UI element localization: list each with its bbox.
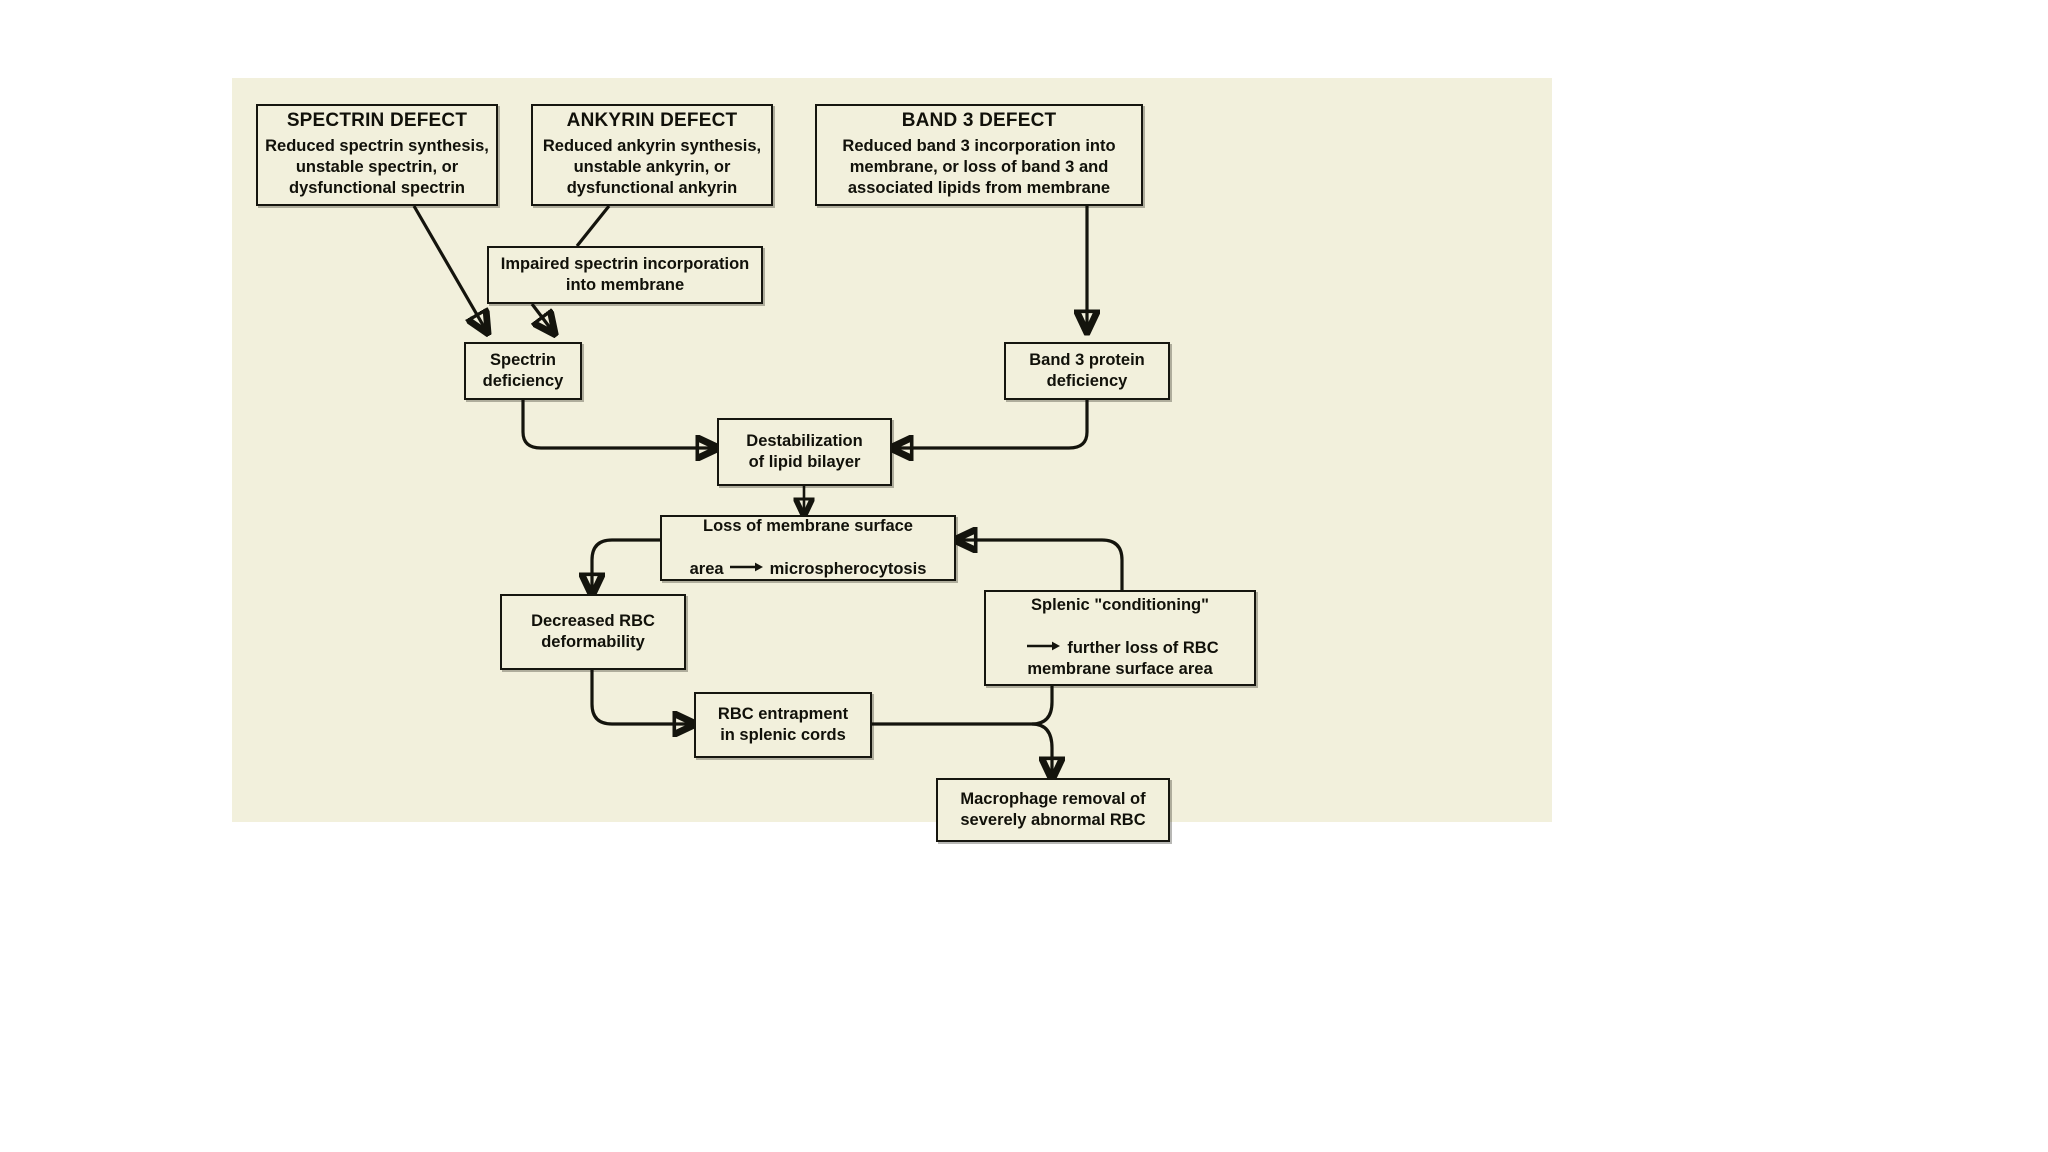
- node-body: Macrophage removal of severely abnormal …: [960, 789, 1146, 829]
- node-ankyrin-defect[interactable]: ANKYRIN DEFECT Reduced ankyrin synthesis…: [531, 104, 773, 206]
- node-decreased-rbc-deformability[interactable]: Decreased RBC deformability: [500, 594, 686, 670]
- node-body: Spectrin deficiency: [482, 350, 564, 390]
- node-body-line3: membrane surface area: [1027, 660, 1213, 679]
- node-body: RBC entrapment in splenic cords: [717, 704, 849, 744]
- edge-band3-deficiency-to-destabilization: [892, 400, 1089, 448]
- edge-spectrin-defect-to-spectrin-deficiency: [412, 205, 487, 332]
- node-body: Band 3 protein deficiency: [1029, 350, 1145, 390]
- node-loss-of-membrane-surface-area[interactable]: Loss of membrane surface area microsphero…: [660, 515, 956, 581]
- node-body-line2: area microspherocytosis: [690, 537, 927, 580]
- node-body-line2: further loss of RBC: [1021, 617, 1219, 660]
- node-band3-defect[interactable]: BAND 3 DEFECT Reduced band 3 incorporati…: [815, 104, 1143, 206]
- node-body-line1: Splenic "conditioning": [1031, 596, 1209, 615]
- node-title: SPECTRIN DEFECT: [286, 110, 468, 132]
- surface-loss-result-label: microspherocytosis: [769, 559, 927, 578]
- node-band3-protein-deficiency[interactable]: Band 3 protein deficiency: [1004, 342, 1170, 400]
- node-body: Reduced spectrin synthesis, unstable spe…: [265, 137, 489, 198]
- node-body: Impaired spectrin incorporation into mem…: [500, 254, 750, 294]
- edge-ankyrin-defect-to-impaired-incorporation: [575, 205, 611, 247]
- right-arrow-icon: [1027, 637, 1061, 658]
- node-rbc-entrapment[interactable]: RBC entrapment in splenic cords: [694, 692, 872, 758]
- diagram-canvas: SPECTRIN DEFECT Reduced spectrin synthes…: [232, 78, 1552, 842]
- node-body-line1: Loss of membrane surface: [703, 516, 913, 535]
- edge-surface-loss-to-decreased-deformability: [592, 538, 660, 594]
- connector-layer: [412, 205, 1124, 822]
- edge-rbc-entrapment-to-macrophage-removal: [1031, 722, 1052, 778]
- node-impaired-spectrin-incorporation[interactable]: Impaired spectrin incorporation into mem…: [487, 246, 763, 304]
- node-body: Reduced ankyrin synthesis, unstable anky…: [542, 137, 762, 198]
- edge-impaired-incorporation-to-spectrin-deficiency: [530, 303, 554, 333]
- edge-splenic-conditioning-to-surface-loss: [956, 540, 1124, 590]
- node-spectrin-defect[interactable]: SPECTRIN DEFECT Reduced spectrin synthes…: [256, 104, 498, 206]
- node-title: BAND 3 DEFECT: [901, 110, 1057, 132]
- node-macrophage-removal[interactable]: Macrophage removal of severely abnormal …: [936, 778, 1170, 842]
- node-destabilization-of-lipid-bilayer[interactable]: Destabilization of lipid bilayer: [717, 418, 892, 486]
- edge-decreased-deformability-to-rbc-entrapment: [590, 670, 694, 724]
- right-arrow-icon: [729, 558, 764, 579]
- node-body: Decreased RBC deformability: [531, 611, 655, 651]
- node-body: Reduced band 3 incorporation into membra…: [842, 137, 1116, 198]
- node-body: Destabilization of lipid bilayer: [746, 431, 863, 471]
- surface-loss-area-label: area: [689, 559, 724, 578]
- node-title: ANKYRIN DEFECT: [566, 110, 738, 132]
- node-splenic-conditioning[interactable]: Splenic "conditioning" further loss of R…: [984, 590, 1256, 686]
- splenic-conditioning-result-label: further loss of RBC: [1067, 639, 1219, 658]
- node-spectrin-deficiency[interactable]: Spectrin deficiency: [464, 342, 582, 400]
- edge-spectrin-deficiency-to-destabilization: [521, 400, 717, 448]
